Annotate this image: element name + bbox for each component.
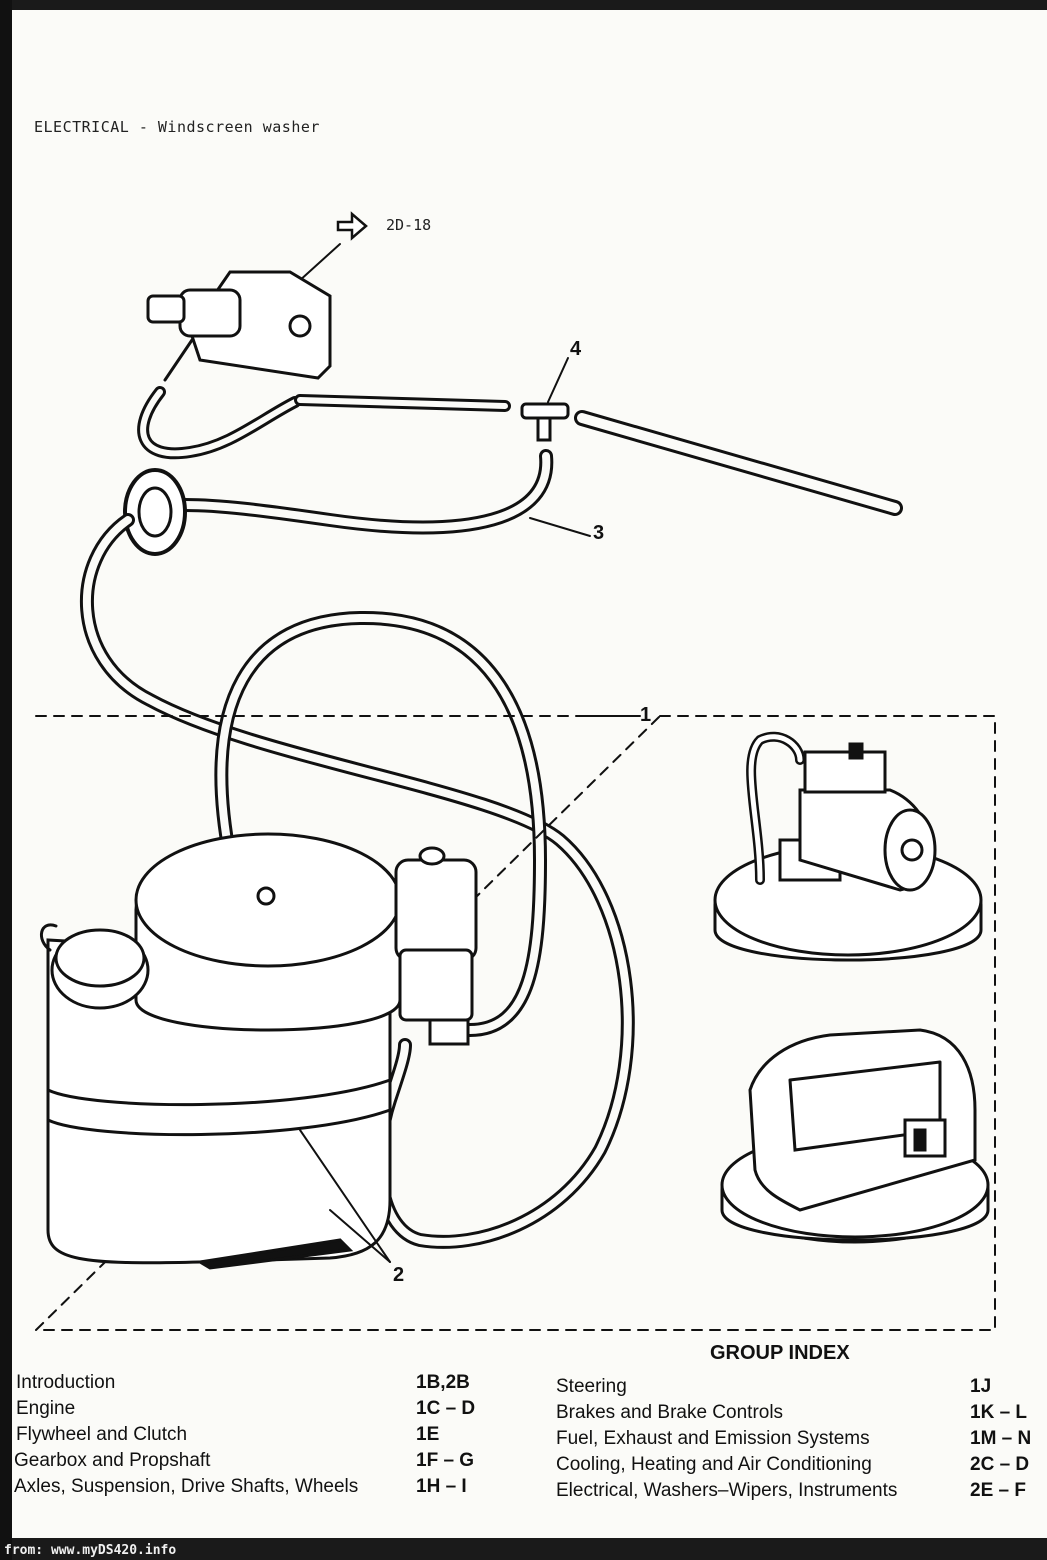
index-code: 1C – D [416,1398,476,1419]
index-label: Introduction [16,1372,116,1393]
index-code: 1B,2B [416,1372,470,1393]
index-label: Flywheel and Clutch [16,1424,188,1445]
source-footer: from: www.myDS420.info [4,1543,177,1558]
index-label: Engine [16,1398,76,1419]
callout-4: 4 [570,338,582,360]
callout-1: 1 [640,704,652,726]
callout-3: 3 [593,522,605,544]
index-code: 1K – L [970,1402,1028,1423]
reference-arrow-icon [336,211,368,241]
pump-on-cap [713,731,983,962]
page-left-edge [0,0,12,1560]
index-code: 1H – I [416,1476,467,1497]
page-header: ELECTRICAL - Windscreen washer [34,118,320,136]
index-label: Brakes and Brake Controls [556,1402,784,1423]
callout-2: 2 [393,1264,405,1286]
pump [394,846,478,1046]
index-code: 2E – F [970,1480,1026,1501]
index-code: 1J [970,1376,992,1397]
index-code: 1M – N [970,1428,1032,1449]
index-label: Electrical, Washers–Wipers, Instruments [556,1480,898,1501]
index-label: Steering [556,1376,627,1397]
index-label: Fuel, Exhaust and Emission Systems [556,1428,870,1449]
index-label: Gearbox and Propshaft [14,1450,211,1471]
reference-code: 2D-18 [386,216,432,234]
index-code: 1F – G [416,1450,475,1471]
tee-connector [520,402,570,442]
index-code: 1E [416,1424,440,1445]
reservoir [40,832,402,1270]
washer-jet [146,270,332,382]
cap-with-cover [720,1028,990,1244]
group-index-title: GROUP INDEX [710,1342,850,1364]
grommet [123,468,187,556]
index-code: 2C – D [970,1454,1030,1475]
index-label: Axles, Suspension, Drive Shafts, Wheels [14,1476,359,1497]
index-label: Cooling, Heating and Air Conditioning [556,1454,872,1475]
